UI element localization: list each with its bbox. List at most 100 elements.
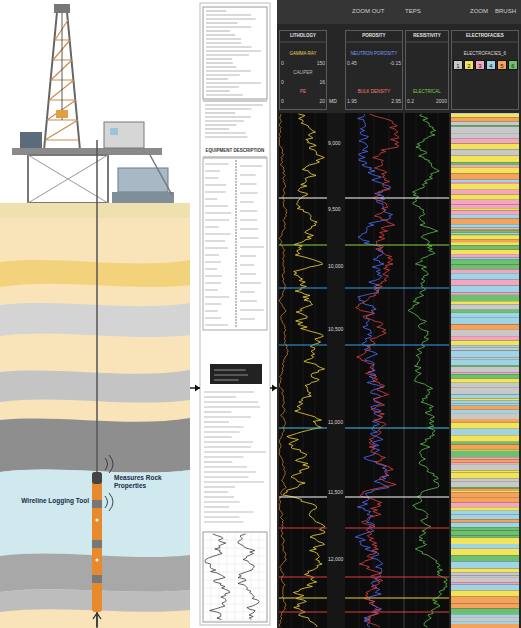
- curve-name: GAMMA RAY: [280, 51, 326, 56]
- drilling-rig: [28, 155, 108, 203]
- facies-stripe: [451, 582, 519, 584]
- log-curves: [279, 113, 519, 628]
- facies-stripe: [451, 310, 519, 313]
- sound-waves: [109, 493, 113, 511]
- scale-value: 0: [281, 79, 284, 85]
- arrow-head: [272, 385, 277, 392]
- scale-value: 2.95: [391, 98, 401, 104]
- paper-log: [203, 101, 267, 102]
- print-line: [204, 411, 231, 412]
- scale-value: MD: [329, 98, 337, 104]
- facies-stripe: [451, 374, 519, 379]
- formation-marker: [345, 344, 449, 345]
- facies-stripe: [451, 200, 519, 205]
- grid-line: [203, 564, 267, 565]
- curve-name: CALIPER: [280, 70, 326, 75]
- print-line: [205, 219, 229, 220]
- formation-marker: [345, 287, 449, 288]
- drilling-rig: [150, 155, 172, 195]
- facies-stripe: [451, 614, 519, 617]
- print-line: [205, 116, 251, 117]
- formation-marker: [279, 427, 327, 428]
- facies-stripe: [451, 435, 519, 442]
- facies-stripe: [451, 450, 519, 451]
- log-viewer: [451, 113, 519, 628]
- facies-stripe: [451, 481, 519, 487]
- print-line: [206, 74, 240, 75]
- facies-stripe: [451, 242, 519, 245]
- print-line: [206, 46, 252, 47]
- print-line: [206, 38, 241, 39]
- grid-line: [235, 532, 236, 622]
- facies-stripe: [451, 617, 519, 621]
- print-line: [206, 70, 251, 71]
- print-line: [206, 10, 226, 11]
- log-viewer: [327, 113, 345, 628]
- wellbore: [96, 559, 99, 562]
- facies-stripe: [451, 234, 519, 235]
- facies-stripe: [451, 479, 519, 482]
- scale-value: 2000: [436, 98, 447, 104]
- facies-stripe: [451, 492, 519, 498]
- print-line: [206, 34, 235, 35]
- track-title: ELECTROFACIES: [452, 33, 518, 38]
- log-viewer: [279, 42, 519, 43]
- facies-stripe: [451, 388, 519, 395]
- facies-stripe: [451, 273, 519, 280]
- print-line: [205, 128, 229, 129]
- facies-stripe: [451, 258, 519, 260]
- scale-value: 0.2: [407, 98, 414, 104]
- print-line: [205, 275, 222, 276]
- print-line: [204, 511, 253, 512]
- facies-stripe: [451, 572, 519, 575]
- print-line: [204, 521, 243, 522]
- facies-stripe: [451, 215, 519, 219]
- facies-stripe: [451, 527, 519, 530]
- paper-log: [203, 532, 267, 622]
- print-line: [204, 501, 240, 502]
- print-line: [240, 192, 258, 193]
- facies-stripe: [451, 503, 519, 508]
- scale-value: 150: [317, 60, 325, 66]
- print-line: [240, 183, 257, 184]
- print-line: [204, 421, 229, 422]
- formation-marker: [279, 496, 327, 497]
- facies-stripe: [451, 139, 519, 144]
- facies-stripe: [451, 227, 519, 229]
- facies-stripe: [451, 144, 519, 150]
- facies-stripe: [451, 245, 519, 249]
- facies-number: 1: [454, 61, 462, 71]
- wellbore: [92, 472, 102, 484]
- facies-stripe: [451, 470, 519, 472]
- facies-stripe: [451, 195, 519, 200]
- print-line: [205, 132, 246, 133]
- formation-marker: [345, 576, 449, 577]
- print-line: [206, 30, 230, 31]
- facies-stripe: [451, 556, 519, 562]
- grid-line: [227, 532, 228, 622]
- formation-marker: [345, 427, 449, 428]
- toolbar-button: TEPS: [405, 8, 421, 15]
- facies-stripe: [451, 515, 519, 520]
- print-line: [204, 401, 258, 402]
- print-line: [205, 261, 221, 262]
- paper-log: [236, 160, 237, 328]
- log-curve: [356, 114, 399, 627]
- log-viewer-panel: ZOOM OUTTEPSZOOMBRUSHLITHOLOGYGAMMA RAYC…: [277, 0, 521, 628]
- drilling-rig: [28, 155, 108, 203]
- wellbore: [92, 575, 102, 583]
- facies-stripe: [451, 122, 519, 126]
- flow-arrow: [190, 385, 200, 392]
- depth-label: 12,000: [328, 556, 343, 562]
- rock-layers: [0, 303, 190, 337]
- print-line: [240, 300, 257, 301]
- drilling-rig: [62, 13, 63, 120]
- facies-stripe: [451, 359, 519, 365]
- grid-line: [203, 548, 267, 549]
- drilling-rig: [118, 168, 168, 192]
- facies-number: 3: [476, 61, 484, 71]
- print-line: [240, 237, 258, 238]
- facies-stripe: [451, 324, 519, 330]
- facies-stripe: [451, 491, 519, 492]
